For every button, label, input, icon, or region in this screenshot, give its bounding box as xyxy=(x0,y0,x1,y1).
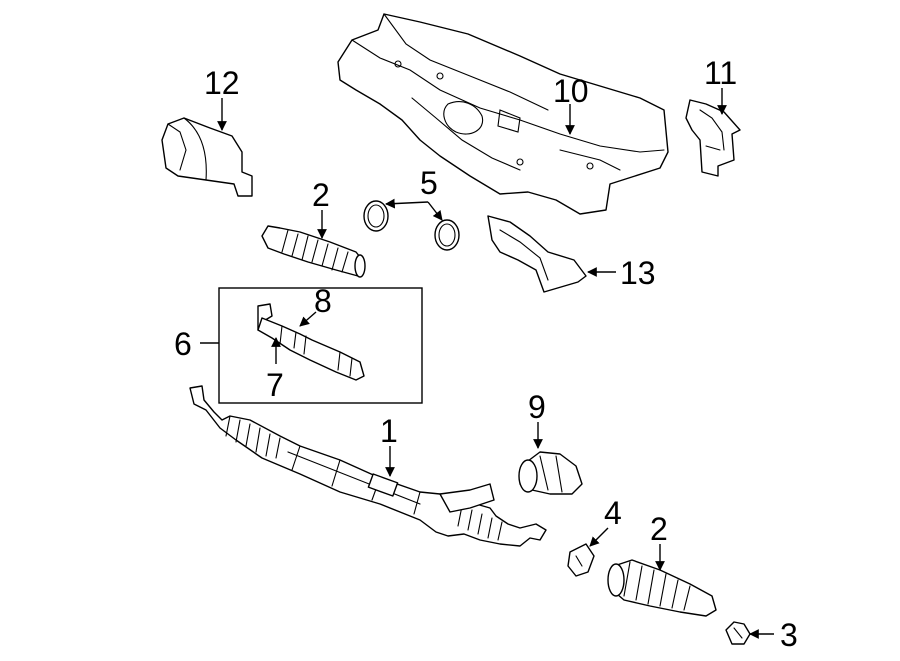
leader-lines xyxy=(200,88,774,639)
shield-part-13 xyxy=(487,215,587,293)
clip-part-4 xyxy=(567,543,595,577)
tie-rod-assembly xyxy=(257,303,365,381)
callout-9: 9 xyxy=(528,389,546,425)
callout-11: 11 xyxy=(704,55,737,91)
callout-1: 1 xyxy=(380,413,398,449)
callout-12: 12 xyxy=(204,65,240,101)
boot-part-2-lower xyxy=(607,559,717,617)
cover-part-9 xyxy=(518,451,583,495)
callout-2-upper: 2 xyxy=(312,177,330,213)
callout-7: 7 xyxy=(266,367,284,403)
boot-part-2-upper xyxy=(261,225,366,278)
callout-13: 13 xyxy=(620,255,656,291)
bracket-part-11 xyxy=(685,99,741,177)
steering-rack-part-1 xyxy=(189,385,547,547)
callout-4: 4 xyxy=(604,495,622,531)
callout-8: 8 xyxy=(314,283,332,319)
callout-6: 6 xyxy=(174,326,192,362)
seal-rings-part-5 xyxy=(363,200,460,251)
tie-rod-kit-frame-part-6 xyxy=(218,287,423,404)
dash-panel-part-10 xyxy=(337,13,669,215)
heat-shield-part-12 xyxy=(161,117,253,197)
cap-part-3 xyxy=(725,621,751,645)
callout-10: 10 xyxy=(553,73,589,109)
callout-2-lower: 2 xyxy=(650,511,668,547)
callout-5: 5 xyxy=(420,165,438,201)
callout-3: 3 xyxy=(780,617,798,653)
